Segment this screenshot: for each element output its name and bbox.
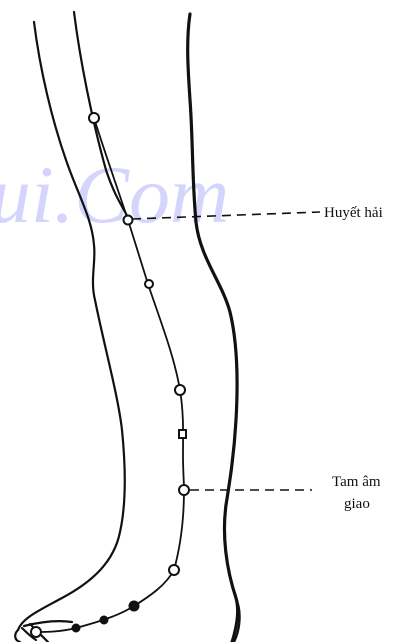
acupoint-foot-2 (100, 616, 108, 624)
label-tam-am-giao-line2: giao (344, 496, 370, 512)
leg-back-outline (18, 22, 125, 630)
acupoint-calf-upper (175, 385, 185, 395)
acupoint-upper-thigh (89, 113, 99, 123)
leg-front-outline (188, 14, 238, 642)
acupoint-calf-middle (179, 430, 186, 438)
acupoint-knee-below (145, 280, 153, 288)
label-huyet-hai: Huyết hải (324, 205, 383, 221)
acupoint-huyet-hai (124, 216, 133, 225)
acupoint-ankle (169, 565, 179, 575)
acupoint-foot-3 (72, 624, 80, 632)
acupoint-toe (31, 627, 41, 637)
acupoint-foot-1 (129, 601, 139, 611)
label-tam-am-giao-line1: Tam âm (332, 474, 381, 490)
acupoint-tam-am-giao (179, 485, 189, 495)
